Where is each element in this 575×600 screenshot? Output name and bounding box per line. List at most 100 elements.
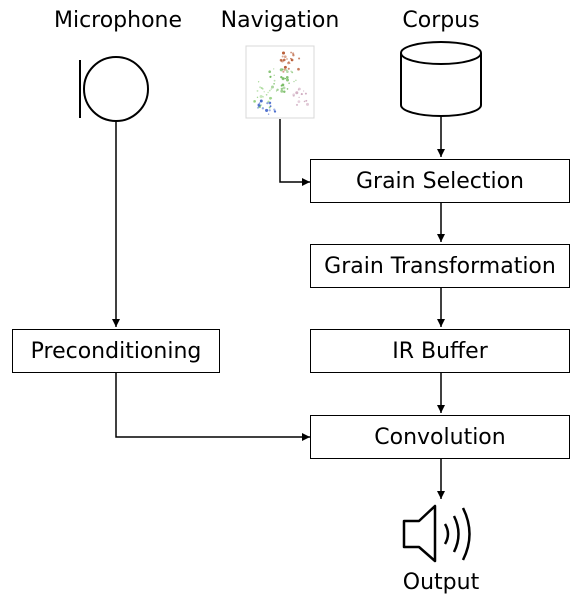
grain-transformation-label: Grain Transformation bbox=[324, 253, 556, 279]
scatter-point bbox=[267, 91, 269, 94]
scatter-point bbox=[268, 70, 272, 74]
scatter-point bbox=[303, 100, 306, 103]
scatter-point bbox=[297, 89, 299, 91]
scatter-point bbox=[273, 79, 276, 82]
scatter-point bbox=[288, 82, 290, 85]
scatter-point bbox=[262, 96, 264, 98]
scatter-point bbox=[276, 88, 279, 92]
scatter-point bbox=[290, 70, 292, 73]
scatter-point bbox=[286, 88, 289, 90]
scatter-point bbox=[280, 75, 283, 79]
scatter-point bbox=[295, 91, 299, 95]
grain-selection-label: Grain Selection bbox=[355, 168, 524, 194]
grain-transformation-block: Grain Transformation bbox=[310, 244, 570, 288]
scatter-point bbox=[279, 68, 283, 72]
scatter-point bbox=[281, 55, 284, 58]
database-icon bbox=[400, 41, 482, 117]
scatter-point bbox=[273, 82, 275, 85]
scatter-point bbox=[297, 100, 301, 103]
microphone-label: Microphone bbox=[53, 8, 183, 33]
scatter-point bbox=[280, 89, 284, 93]
scatter-point bbox=[283, 68, 286, 71]
scatter-point bbox=[259, 95, 263, 98]
scatter-point bbox=[286, 58, 288, 60]
scatter-point bbox=[285, 78, 290, 82]
scatter-point bbox=[281, 77, 285, 81]
scatter-point bbox=[297, 67, 300, 71]
scatter-point bbox=[265, 93, 268, 96]
ir-buffer-block: IR Buffer bbox=[310, 329, 570, 373]
scatter-point bbox=[292, 52, 295, 55]
scatter-point bbox=[259, 86, 262, 89]
scatter-point bbox=[304, 92, 307, 95]
convolution-label: Convolution bbox=[374, 424, 506, 450]
scatter-point bbox=[273, 74, 275, 76]
ir-buffer-label: IR Buffer bbox=[392, 338, 488, 364]
navigation-scatter-thumbnail bbox=[245, 45, 315, 119]
scatter-point bbox=[291, 71, 294, 74]
scatter-point bbox=[265, 108, 269, 112]
speaker-icon bbox=[402, 504, 471, 563]
scatter-point bbox=[261, 87, 264, 90]
microphone-icon bbox=[79, 56, 149, 122]
convolution-block: Convolution bbox=[310, 415, 570, 459]
scatter-point bbox=[290, 51, 293, 54]
connector-lines bbox=[112, 117, 445, 499]
scatter-point bbox=[268, 106, 271, 109]
scatter-point bbox=[268, 109, 271, 112]
scatter-point bbox=[293, 80, 295, 83]
scatter-point bbox=[285, 76, 289, 79]
scatter-point bbox=[282, 70, 285, 73]
scatter-point bbox=[268, 89, 271, 92]
scatter-point bbox=[258, 102, 261, 104]
scatter-point bbox=[295, 103, 299, 106]
scatter-point bbox=[287, 67, 290, 70]
scatter-point bbox=[283, 90, 286, 94]
scatter-point bbox=[273, 68, 275, 70]
scatter-point bbox=[271, 85, 274, 89]
scatter-point bbox=[269, 75, 272, 78]
scatter-point bbox=[290, 58, 294, 62]
scatter-point bbox=[283, 65, 287, 69]
scatter-point bbox=[302, 90, 305, 92]
preconditioning-block: Preconditioning bbox=[12, 329, 220, 373]
scatter-point bbox=[268, 101, 272, 105]
output-label: Output bbox=[402, 570, 480, 595]
scatter-point bbox=[282, 86, 286, 90]
scatter-point bbox=[280, 87, 283, 91]
scatter-point bbox=[283, 58, 286, 62]
scatter-point bbox=[256, 96, 259, 99]
scatter-point bbox=[281, 51, 286, 55]
scatter-point bbox=[253, 100, 256, 103]
scatter-point bbox=[292, 94, 295, 97]
scatter-point bbox=[292, 54, 295, 57]
scatter-point bbox=[267, 113, 270, 115]
scatter-point bbox=[273, 110, 277, 113]
scatter-point bbox=[286, 70, 289, 73]
grain-selection-block: Grain Selection bbox=[310, 159, 570, 203]
scatter-point bbox=[261, 107, 265, 110]
scatter-point bbox=[258, 103, 261, 106]
scatter-point bbox=[298, 57, 301, 60]
corpus-label: Corpus bbox=[402, 8, 480, 33]
scatter-point bbox=[259, 104, 261, 107]
scatter-point bbox=[283, 55, 287, 59]
scatter-point bbox=[298, 96, 300, 99]
scatter-point bbox=[263, 91, 265, 93]
scatter-point bbox=[305, 99, 308, 102]
scatter-point bbox=[305, 102, 310, 106]
scatter-point bbox=[270, 97, 273, 100]
scatter-point bbox=[284, 77, 287, 80]
scatter-point bbox=[281, 83, 285, 87]
scatter-point bbox=[256, 106, 260, 109]
scatter-point bbox=[279, 58, 283, 62]
scatter-point bbox=[270, 88, 272, 90]
preconditioning-label: Preconditioning bbox=[30, 338, 202, 364]
scatter-point bbox=[266, 102, 269, 105]
scatter-point bbox=[256, 89, 259, 92]
scatter-point bbox=[287, 61, 290, 65]
scatter-point bbox=[257, 81, 260, 83]
scatter-point bbox=[300, 93, 303, 96]
